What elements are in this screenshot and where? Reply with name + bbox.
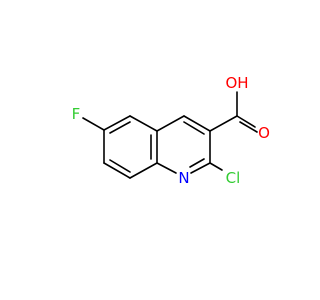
atom-label-o: O (258, 124, 270, 142)
bond-c2-n1-inner (189, 158, 205, 168)
atom-label-f: F (72, 105, 81, 123)
bond-carboxyl-o-2 (239, 121, 258, 133)
molecule-structure-drawing: OH O F N Cl (72, 74, 270, 187)
bond-carboxyl-o-1 (236, 115, 256, 128)
bond-c6-f (82, 117, 105, 131)
atom-label-cl: Cl (226, 169, 241, 187)
atom-label-oh: OH (225, 74, 248, 92)
bond-c5-c4a (129, 115, 158, 132)
bond-c4a-c4 (156, 115, 185, 132)
atom-label-n: N (178, 169, 189, 187)
bond-c4-c3 (183, 115, 211, 132)
bond-c8-c7-inner (109, 159, 131, 173)
molecule-structure-canvas: OH O F N Cl (72, 74, 270, 187)
bond-c6-c5 (103, 115, 131, 131)
bond-c4-c3-inner (183, 121, 205, 135)
bond-c2-cl (209, 162, 223, 171)
bond-c8-c7 (103, 162, 131, 179)
bond-c2-n1 (190, 162, 211, 174)
atom-labels: OH O F N Cl (72, 74, 270, 187)
bonds (82, 91, 258, 179)
bond-c6-c5-inner (109, 121, 131, 134)
bond-c8a-c8 (129, 162, 158, 179)
bond-c3-carboxyl (209, 115, 238, 132)
bond-n1-c8a (156, 162, 177, 174)
